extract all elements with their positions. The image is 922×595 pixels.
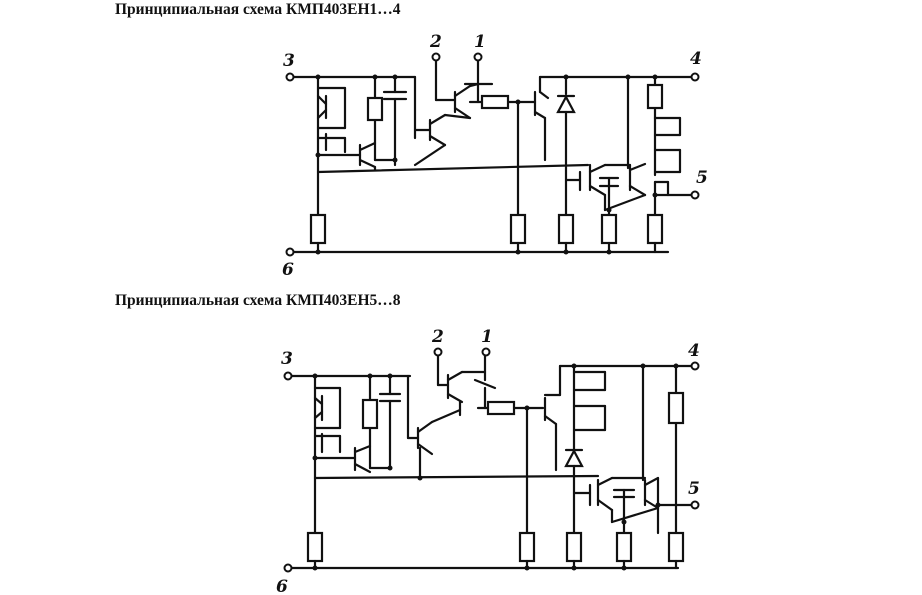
pin-2-label: 2 xyxy=(431,327,444,347)
diagram-2-title: Принципиальная схема КМП403ЕН5…8 xyxy=(115,292,401,309)
pin-5-label: 5 xyxy=(696,168,708,188)
pin-4-terminal xyxy=(690,361,700,371)
input-regulator-section xyxy=(316,75,590,217)
resistors xyxy=(306,391,685,570)
output-section xyxy=(533,75,694,217)
diagram-1-title: Принципиальная схема КМП403ЕН1…4 xyxy=(115,1,401,18)
pin-2-terminal xyxy=(433,347,443,357)
pin-3-terminal xyxy=(283,371,293,381)
pin-1-label: 1 xyxy=(481,327,493,347)
top-rail xyxy=(286,364,694,378)
pin-3-label: 3 xyxy=(281,349,293,369)
pin-3-label: 3 xyxy=(283,51,295,71)
pin-3-terminal xyxy=(285,72,295,82)
pin-5-terminal xyxy=(690,500,700,510)
resistor xyxy=(615,531,633,563)
resistor xyxy=(361,398,379,430)
pin-5-terminal xyxy=(690,190,700,200)
terminals xyxy=(283,347,700,573)
pin-4-label: 4 xyxy=(688,341,700,361)
resistor xyxy=(480,94,510,110)
resistors xyxy=(309,83,664,254)
pin-6-label: 6 xyxy=(282,260,294,280)
pin-2-terminal xyxy=(431,52,441,62)
resistor xyxy=(366,96,384,122)
pin-1-label: 1 xyxy=(474,32,486,52)
resistor xyxy=(667,391,685,425)
resistor xyxy=(646,83,664,110)
schematic-kmp403en1-4: 3 2 1 4 5 6 xyxy=(282,32,708,280)
pin-5-label: 5 xyxy=(688,479,700,499)
junction-dots xyxy=(312,363,679,571)
resistor xyxy=(306,531,324,563)
pin-1-terminal xyxy=(473,52,483,62)
pin-2-label: 2 xyxy=(429,32,442,52)
pin-4-label: 4 xyxy=(690,49,702,69)
output-section xyxy=(543,364,694,535)
darlington-section xyxy=(406,350,545,535)
resistor xyxy=(518,531,536,563)
pin-4-terminal xyxy=(690,72,700,82)
resistor xyxy=(565,531,583,563)
resistor xyxy=(667,531,685,563)
junction-dots xyxy=(315,74,658,255)
pin-6-terminal xyxy=(283,563,293,573)
darlington-section xyxy=(413,58,537,217)
pin-6-label: 6 xyxy=(276,577,288,595)
resistor xyxy=(486,400,516,416)
pin-6-terminal xyxy=(285,247,295,257)
input-regulator-section xyxy=(313,374,600,535)
terminals xyxy=(285,52,700,257)
pin-1-terminal xyxy=(481,347,491,357)
